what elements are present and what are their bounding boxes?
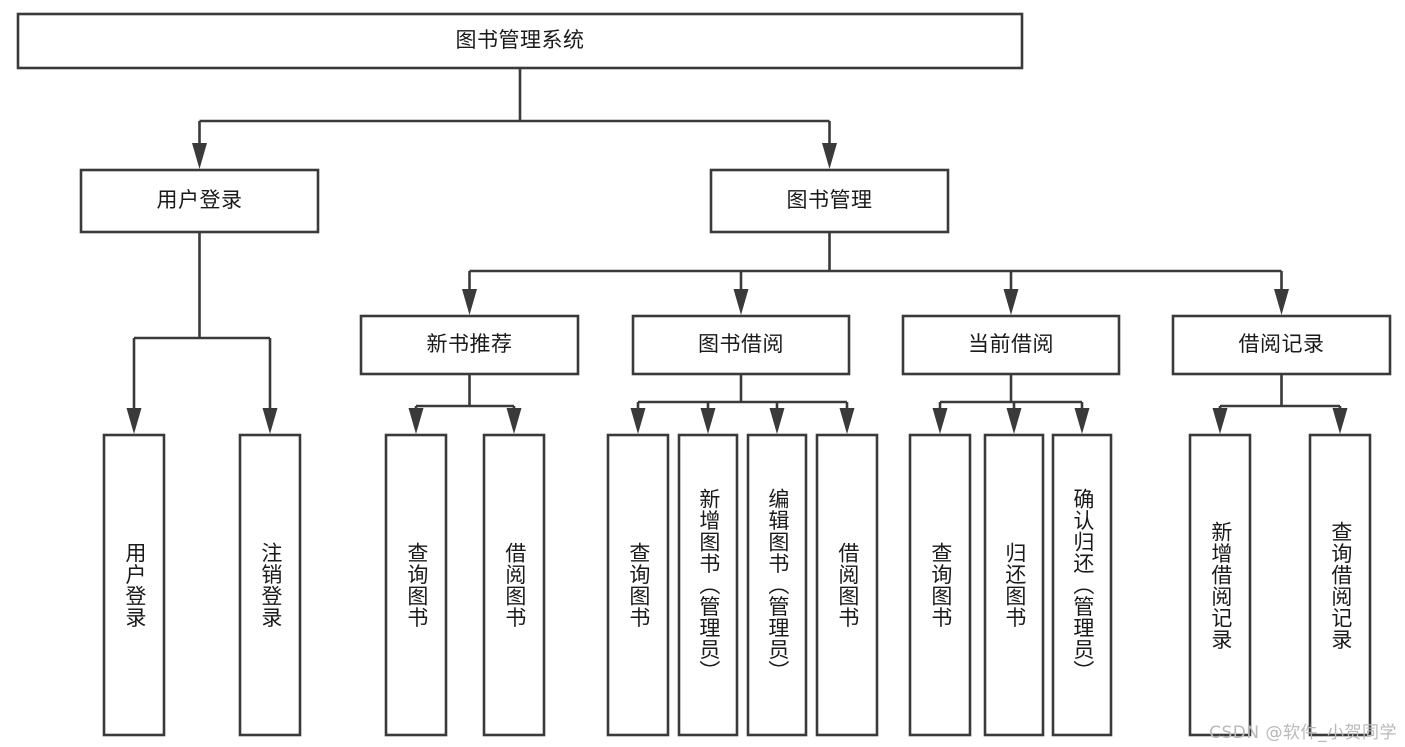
node-box-b-add[interactable] [677, 433, 739, 737]
arrowhead-icon [1006, 408, 1022, 434]
node-box-b-edit[interactable] [746, 433, 808, 737]
edge-group-records [1212, 374, 1348, 434]
edge-group-login [126, 232, 278, 434]
node-box-root[interactable] [16, 12, 1024, 70]
node-box-login[interactable] [79, 168, 320, 234]
arrowhead-icon [839, 408, 855, 434]
node-box-c-return[interactable] [983, 433, 1045, 737]
node-box-n-borrow[interactable] [482, 433, 546, 737]
arrowhead-icon [932, 408, 948, 434]
arrowhead-icon [733, 289, 749, 315]
edge-group-root [192, 68, 837, 169]
edge-group-borrow [630, 374, 855, 434]
arrowhead-icon [1003, 289, 1019, 315]
node-box-n-query[interactable] [384, 433, 448, 737]
arrowhead-icon [506, 408, 522, 434]
node-box-r-query[interactable] [1308, 433, 1372, 737]
edge-group-newbook [408, 374, 522, 434]
node-box-c-confirm[interactable] [1051, 433, 1113, 737]
node-box-b-lend[interactable] [815, 433, 879, 737]
node-box-current[interactable] [901, 314, 1121, 376]
node-box-l-login[interactable] [102, 433, 166, 737]
arrowhead-icon [1332, 408, 1348, 434]
node-box-b-query[interactable] [606, 433, 670, 737]
edge-group-bookmgmt [462, 232, 1289, 315]
arrowhead-icon [1274, 289, 1289, 315]
node-box-newbook[interactable] [359, 314, 580, 376]
arrowhead-icon [822, 143, 837, 169]
arrowhead-icon [462, 289, 477, 315]
node-box-borrow[interactable] [631, 314, 851, 376]
arrowhead-icon [262, 408, 278, 434]
arrowhead-icon [1212, 408, 1228, 434]
arrowhead-icon [700, 408, 716, 434]
node-box-l-logout[interactable] [238, 433, 302, 737]
arrowhead-icon [769, 408, 785, 434]
node-box-c-query[interactable] [908, 433, 972, 737]
arrowhead-icon [126, 408, 142, 434]
arrowhead-icon [1074, 408, 1090, 434]
arrowhead-icon [630, 408, 646, 434]
edge-group-current [932, 374, 1090, 434]
node-box-bookmgmt[interactable] [709, 168, 950, 234]
arrowhead-icon [192, 143, 207, 169]
arrowhead-icon [408, 408, 424, 434]
node-box-records[interactable] [1171, 314, 1392, 376]
node-box-r-add[interactable] [1188, 433, 1252, 737]
